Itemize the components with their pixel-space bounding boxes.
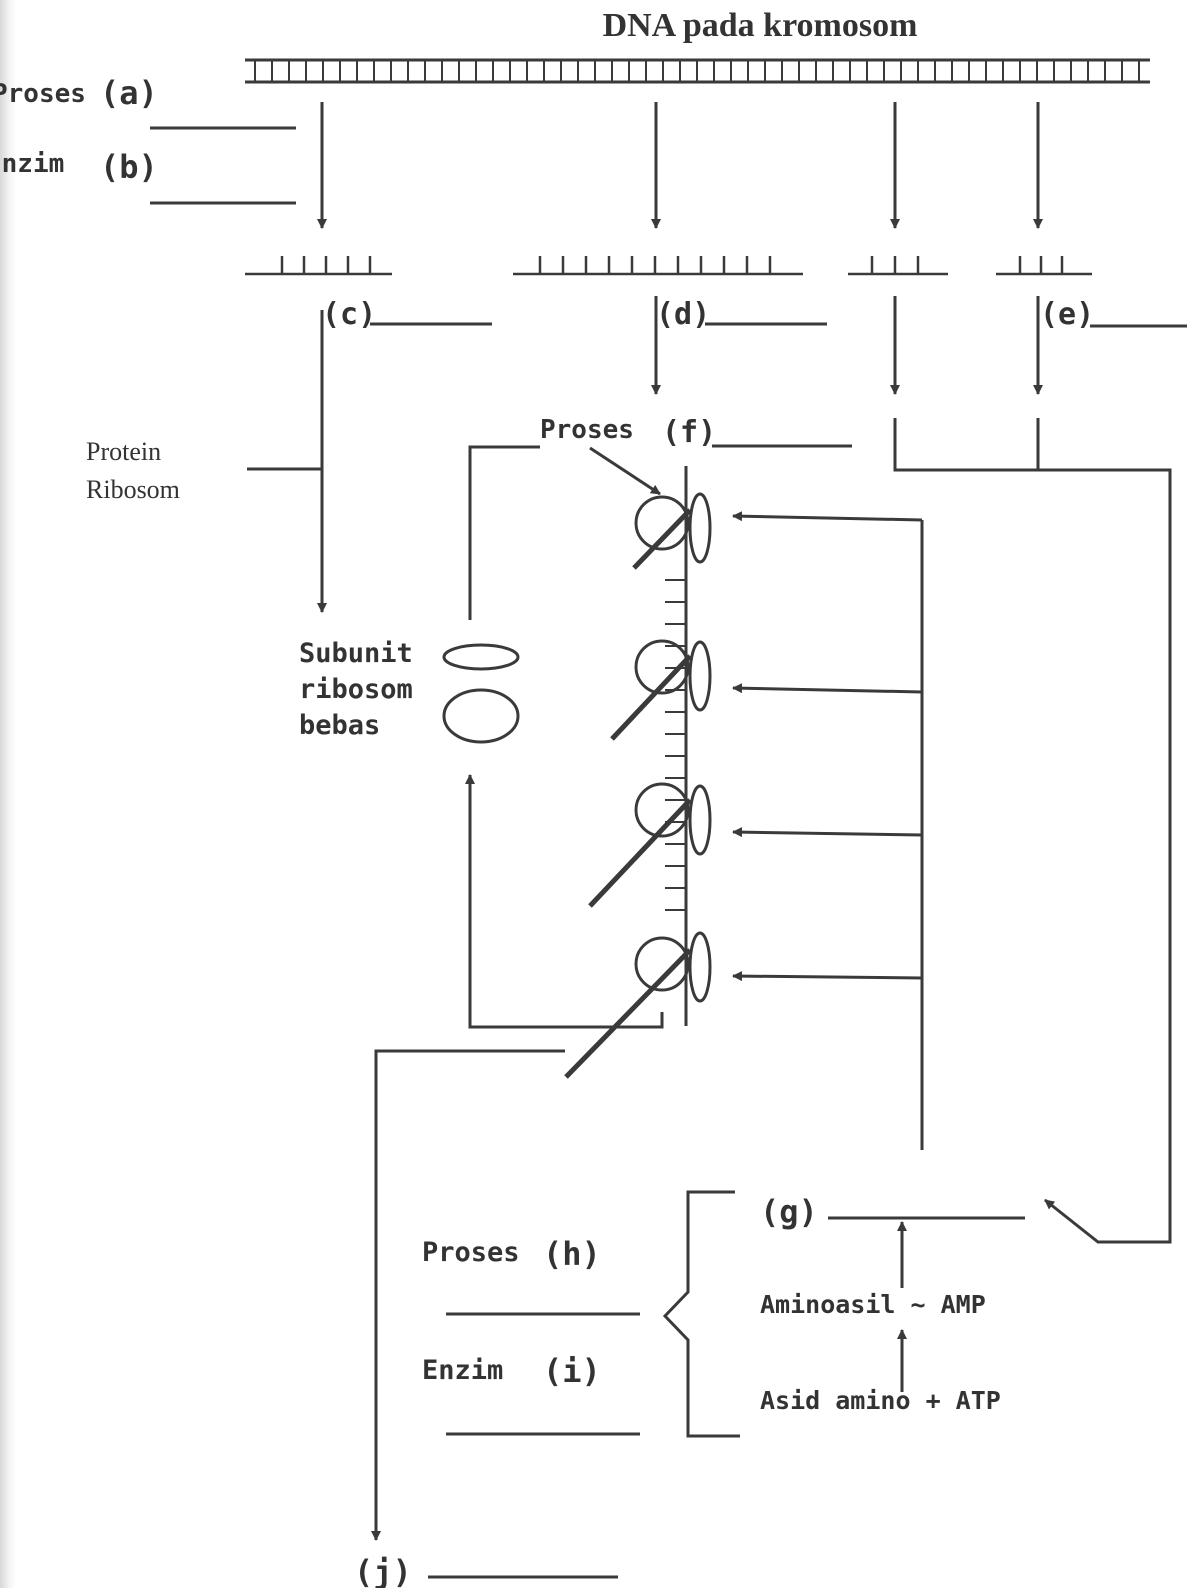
ribosome-return-path [470, 775, 662, 1027]
label-ribosom: Ribosom [86, 475, 180, 504]
arrow-to-ribosome-1 [733, 516, 922, 520]
label-proses-h: Proses [422, 1237, 520, 1268]
label-protein: Protein [86, 437, 161, 466]
label-a: (a) [100, 74, 158, 112]
label-subunit: Subunit [299, 638, 413, 669]
large-ribosome-subunit [444, 690, 518, 742]
label-enzim-b: Enzim [0, 149, 64, 179]
rna-fragment-d [513, 256, 803, 274]
ribosome-recycle-path [470, 447, 540, 620]
label-asid-amino-atp: Asid amino + ATP [760, 1386, 1001, 1415]
arrow-to-ribosome-4 [733, 976, 922, 978]
trna-path-to-g [1038, 470, 1170, 1242]
label-d: (d) [656, 297, 710, 332]
label-g: (g) [760, 1193, 818, 1231]
arrow-to-ribosome-2 [733, 688, 922, 692]
diagram-title: DNA pada kromosom [603, 7, 918, 44]
rna-fragment-c [245, 256, 392, 274]
arrow-to-ribosome-3 [733, 832, 922, 835]
label-proses-f: Proses [540, 415, 634, 445]
label-i: (i) [543, 1352, 601, 1390]
label-ribosom-bebas-2: bebas [299, 710, 380, 741]
dna-strand [245, 60, 1150, 82]
mrna-polysome [566, 466, 710, 1077]
label-c: (c) [322, 297, 376, 332]
label-j: (j) [354, 1553, 412, 1588]
polypeptide-release-path [376, 1051, 565, 1540]
rna-fragment-e1 [848, 256, 948, 274]
ribosome-1 [634, 494, 710, 568]
ribosome-2 [612, 641, 710, 739]
ribosome-3 [590, 784, 710, 906]
small-ribosome-subunit [444, 645, 518, 669]
label-b: (b) [100, 148, 158, 186]
label-enzim-i: Enzim [422, 1355, 503, 1386]
label-aminoasil-amp: Aminoasil ~ AMP [760, 1290, 986, 1319]
label-h: (h) [543, 1235, 601, 1273]
trna-path [895, 418, 1038, 470]
label-ribosom-bebas-1: ribosom [299, 674, 413, 705]
label-proses-a: Proses [0, 79, 86, 109]
ribosome-4 [566, 933, 710, 1077]
label-f: (f) [662, 415, 716, 450]
rna-fragment-e2 [996, 256, 1092, 274]
curly-bracket [665, 1192, 740, 1436]
arrow-process-f [590, 448, 660, 494]
label-e: (e) [1040, 297, 1094, 332]
